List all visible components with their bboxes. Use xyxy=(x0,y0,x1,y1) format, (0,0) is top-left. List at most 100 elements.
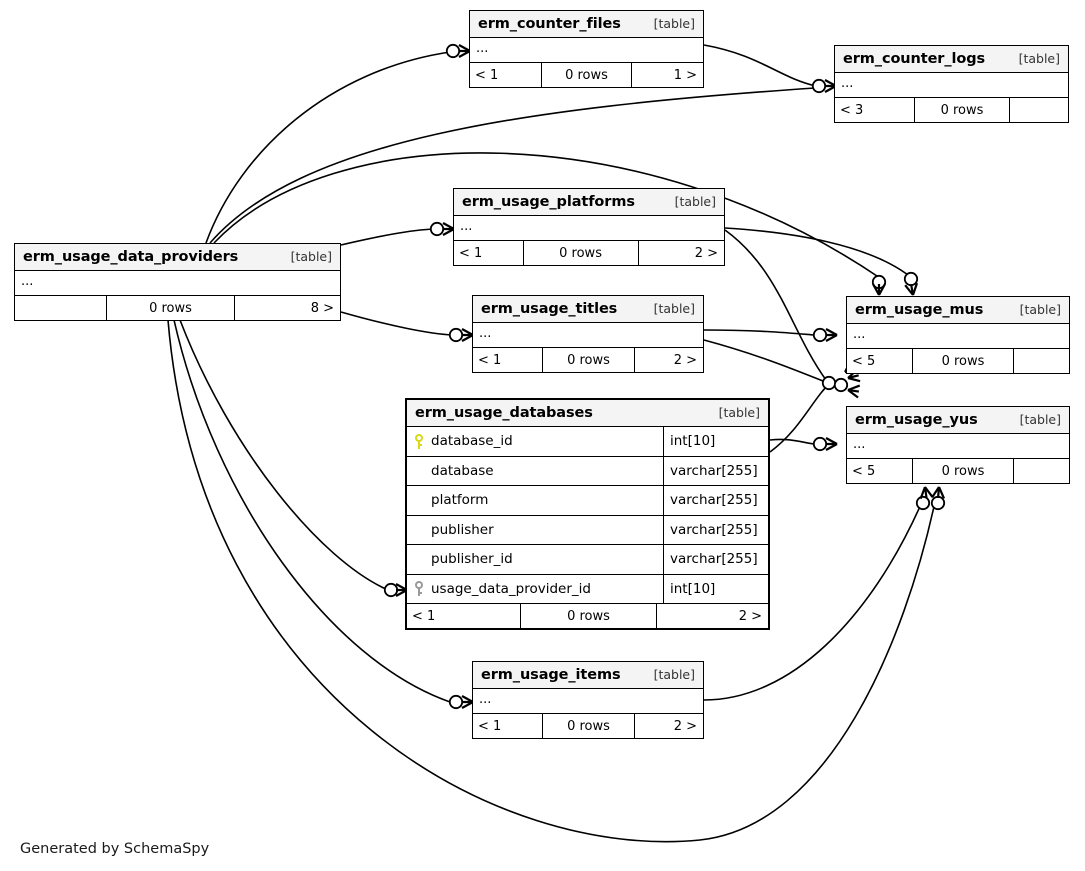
collapsed-columns-ellipsis: ... xyxy=(835,73,1068,98)
column-type: int[10] xyxy=(670,433,716,450)
footer-parents xyxy=(15,296,107,320)
table-header: erm_usage_databases [table] xyxy=(407,400,768,427)
footer-parents: < 1 xyxy=(473,714,543,738)
table-tag: [table] xyxy=(653,16,695,31)
footer-children: 2 > xyxy=(694,245,718,261)
footer-rowcount: 0 rows xyxy=(524,241,639,265)
column-name-cell: platform xyxy=(407,486,664,515)
footer-parents: < 1 xyxy=(473,348,543,372)
column-type: varchar[255] xyxy=(670,521,758,538)
table-header: erm_counter_logs [table] xyxy=(835,46,1068,73)
collapsed-columns-ellipsis: ... xyxy=(15,271,340,296)
table-name: erm_counter_files xyxy=(478,15,621,32)
no-key-icon xyxy=(415,493,424,508)
table-footer: < 3 0 rows xyxy=(835,98,1068,122)
footer-parents: < 5 xyxy=(847,459,913,483)
footer-children xyxy=(1014,459,1069,483)
column-name-cell: database_id xyxy=(407,427,664,456)
footer-parents: < 5 xyxy=(847,349,913,373)
footer-parents: < 1 xyxy=(470,63,542,87)
table-footer: 0 rows 8 > xyxy=(15,296,340,320)
collapsed-columns-ellipsis: ... xyxy=(470,38,703,63)
column-name: usage_data_provider_id xyxy=(431,580,591,597)
footer-rowcount: 0 rows xyxy=(543,348,635,372)
table-footer: < 1 0 rows 2 > xyxy=(407,604,768,628)
table-header: erm_usage_platforms [table] xyxy=(454,189,724,216)
table-footer: < 1 0 rows 1 > xyxy=(470,63,703,87)
collapsed-columns-ellipsis: ... xyxy=(473,323,703,348)
table-tag: [table] xyxy=(1018,51,1060,66)
collapsed-columns-ellipsis: ... xyxy=(847,324,1069,349)
generated-by-credit: Generated by SchemaSpy xyxy=(20,841,210,857)
table-header: erm_usage_data_providers [table] xyxy=(15,244,340,271)
footer-children: 1 > xyxy=(673,67,697,83)
footer-rowcount: 0 rows xyxy=(521,604,657,628)
footer-children: 2 > xyxy=(738,608,762,624)
table-erm_counter_files[interactable]: erm_counter_files [table] ... < 1 0 rows… xyxy=(469,10,704,88)
no-key-icon xyxy=(415,463,424,478)
table-erm_counter_logs[interactable]: erm_counter_logs [table] ... < 3 0 rows xyxy=(834,45,1069,123)
table-footer: < 5 0 rows xyxy=(847,459,1069,483)
table-tag: [table] xyxy=(674,194,716,209)
table-tag: [table] xyxy=(653,301,695,316)
column-name-cell: usage_data_provider_id xyxy=(407,574,664,603)
collapsed-columns-ellipsis: ... xyxy=(847,434,1069,459)
column-type: varchar[255] xyxy=(670,551,758,568)
footer-rowcount: 0 rows xyxy=(913,459,1014,483)
footer-parents: < 1 xyxy=(454,241,524,265)
table-erm_usage_databases[interactable]: erm_usage_databases [table] database_id … xyxy=(405,398,770,630)
footer-parents: < 3 xyxy=(835,98,915,122)
table-erm_usage_data_providers[interactable]: erm_usage_data_providers [table] ... 0 r… xyxy=(14,243,341,321)
column-name-cell: database xyxy=(407,456,664,485)
table-header: erm_usage_yus [table] xyxy=(847,407,1069,434)
table-header: erm_usage_mus [table] xyxy=(847,297,1069,324)
column-name-cell: publisher_id xyxy=(407,545,664,574)
column-name-cell: publisher xyxy=(407,515,664,544)
column-row[interactable]: usage_data_provider_id int[10] xyxy=(407,574,768,604)
footer-children xyxy=(1014,349,1069,373)
table-tag: [table] xyxy=(290,249,332,264)
column-row[interactable]: database_id int[10] xyxy=(407,427,768,457)
column-name: publisher xyxy=(431,521,494,538)
table-name: erm_usage_platforms xyxy=(462,193,635,210)
footer-rowcount: 0 rows xyxy=(913,349,1014,373)
table-footer: < 1 0 rows 2 > xyxy=(473,348,703,372)
table-name: erm_usage_databases xyxy=(415,404,593,421)
column-row[interactable]: publisher_id varchar[255] xyxy=(407,545,768,575)
table-erm_usage_platforms[interactable]: erm_usage_platforms [table] ... < 1 0 ro… xyxy=(453,188,725,266)
primary-key-icon xyxy=(415,433,424,449)
footer-children: 8 > xyxy=(310,300,334,316)
table-header: erm_usage_items [table] xyxy=(473,662,703,689)
column-row[interactable]: platform varchar[255] xyxy=(407,486,768,516)
table-footer: < 1 0 rows 2 > xyxy=(473,714,703,738)
footer-rowcount: 0 rows xyxy=(915,98,1010,122)
footer-children: 2 > xyxy=(673,718,697,734)
column-type: varchar[255] xyxy=(670,492,758,509)
column-row[interactable]: database varchar[255] xyxy=(407,456,768,486)
table-erm_usage_yus[interactable]: erm_usage_yus [table] ... < 5 0 rows xyxy=(846,406,1070,484)
table-tag: [table] xyxy=(1019,412,1061,427)
table-name: erm_usage_yus xyxy=(855,411,978,428)
table-name: erm_usage_items xyxy=(481,666,621,683)
table-erm_usage_mus[interactable]: erm_usage_mus [table] ... < 5 0 rows xyxy=(846,296,1070,374)
no-key-icon xyxy=(415,522,424,537)
column-name: database_id xyxy=(431,433,513,450)
table-name: erm_usage_data_providers xyxy=(23,248,239,265)
table-tag: [table] xyxy=(1019,302,1061,317)
column-name: platform xyxy=(431,492,489,509)
table-tag: [table] xyxy=(718,405,760,420)
table-erm_usage_titles[interactable]: erm_usage_titles [table] ... < 1 0 rows … xyxy=(472,295,704,373)
collapsed-columns-ellipsis: ... xyxy=(454,216,724,241)
collapsed-columns-ellipsis: ... xyxy=(473,689,703,714)
no-key-icon xyxy=(415,552,424,567)
table-erm_usage_items[interactable]: erm_usage_items [table] ... < 1 0 rows 2… xyxy=(472,661,704,739)
table-footer: < 1 0 rows 2 > xyxy=(454,241,724,265)
foreign-key-icon xyxy=(415,581,424,597)
table-name: erm_usage_titles xyxy=(481,300,618,317)
table-header: erm_usage_titles [table] xyxy=(473,296,703,323)
table-header: erm_counter_files [table] xyxy=(470,11,703,38)
footer-rowcount: 0 rows xyxy=(543,714,635,738)
column-row[interactable]: publisher varchar[255] xyxy=(407,515,768,545)
footer-parents: < 1 xyxy=(407,604,521,628)
